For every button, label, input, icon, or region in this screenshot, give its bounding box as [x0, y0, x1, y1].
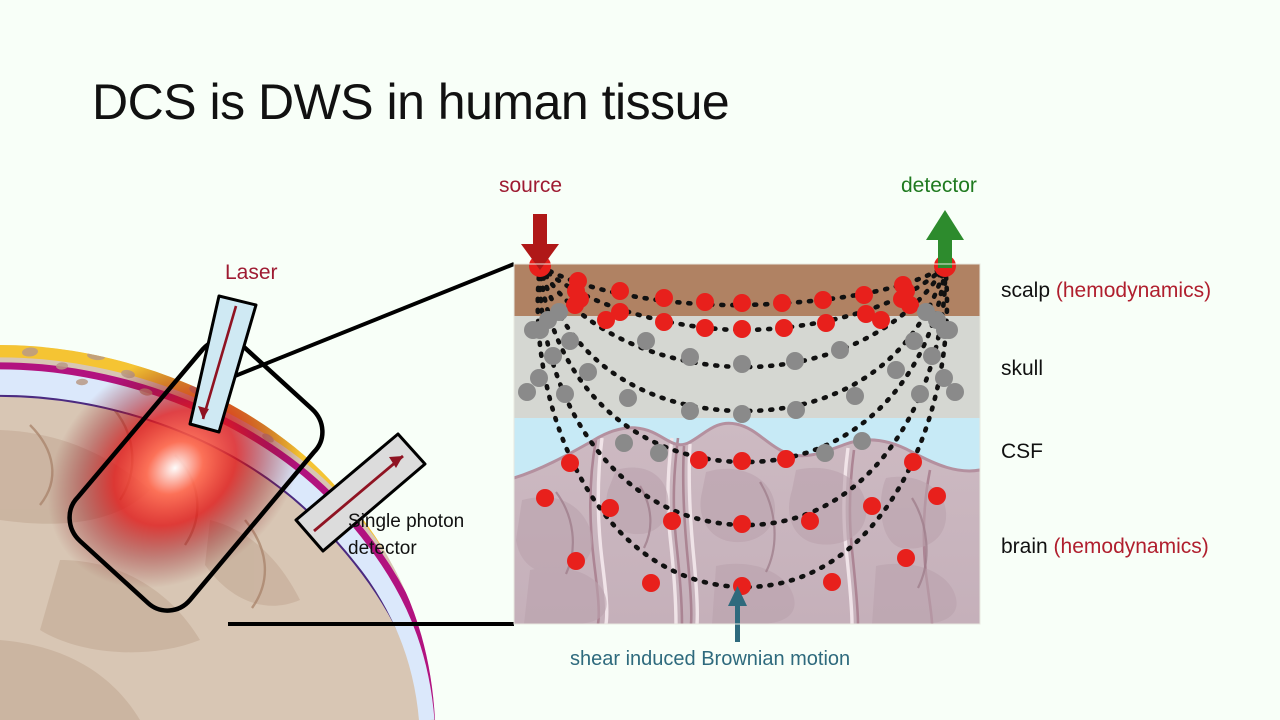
- layer-label-skull: skull: [1001, 357, 1043, 381]
- single-photon-detector-probe: [294, 432, 427, 553]
- photon-path-3: [537, 264, 948, 370]
- source-arrow-icon: [521, 214, 559, 270]
- spd-line-1: Single photon: [348, 511, 465, 532]
- layer-label-csf: CSF: [1001, 440, 1043, 464]
- photon-path-2: [537, 264, 948, 333]
- layer-name-csf: CSF: [1001, 440, 1043, 463]
- laser-label: Laser: [225, 261, 278, 284]
- layer-label-brain: brain (hemodynamics): [1001, 535, 1209, 559]
- page-title: DCS is DWS in human tissue: [92, 74, 730, 130]
- detector-arrow-icon: [926, 210, 964, 268]
- layer-note-brain: (hemodynamics): [1053, 535, 1209, 558]
- source-label: source: [499, 174, 563, 197]
- single-photon-detector-label: Single photon detector: [348, 508, 464, 562]
- layer-label-scalp: scalp (hemodynamics): [1001, 279, 1211, 303]
- shear-arrow-icon: [728, 586, 747, 642]
- layer-name-scalp: scalp: [1001, 279, 1051, 302]
- photon-path-7: [535, 264, 950, 590]
- layer-name-brain: brain: [1001, 535, 1048, 558]
- laser-fiber-probe: [188, 294, 258, 434]
- detector-label: detector: [901, 174, 977, 197]
- scatter-events: [518, 272, 964, 595]
- spd-line-2: detector: [348, 538, 417, 559]
- callout-lines: [228, 262, 515, 626]
- shear-label: shear induced Brownian motion: [570, 648, 851, 670]
- layer-name-skull: skull: [1001, 357, 1044, 380]
- layer-note-scalp: (hemodynamics): [1055, 279, 1212, 302]
